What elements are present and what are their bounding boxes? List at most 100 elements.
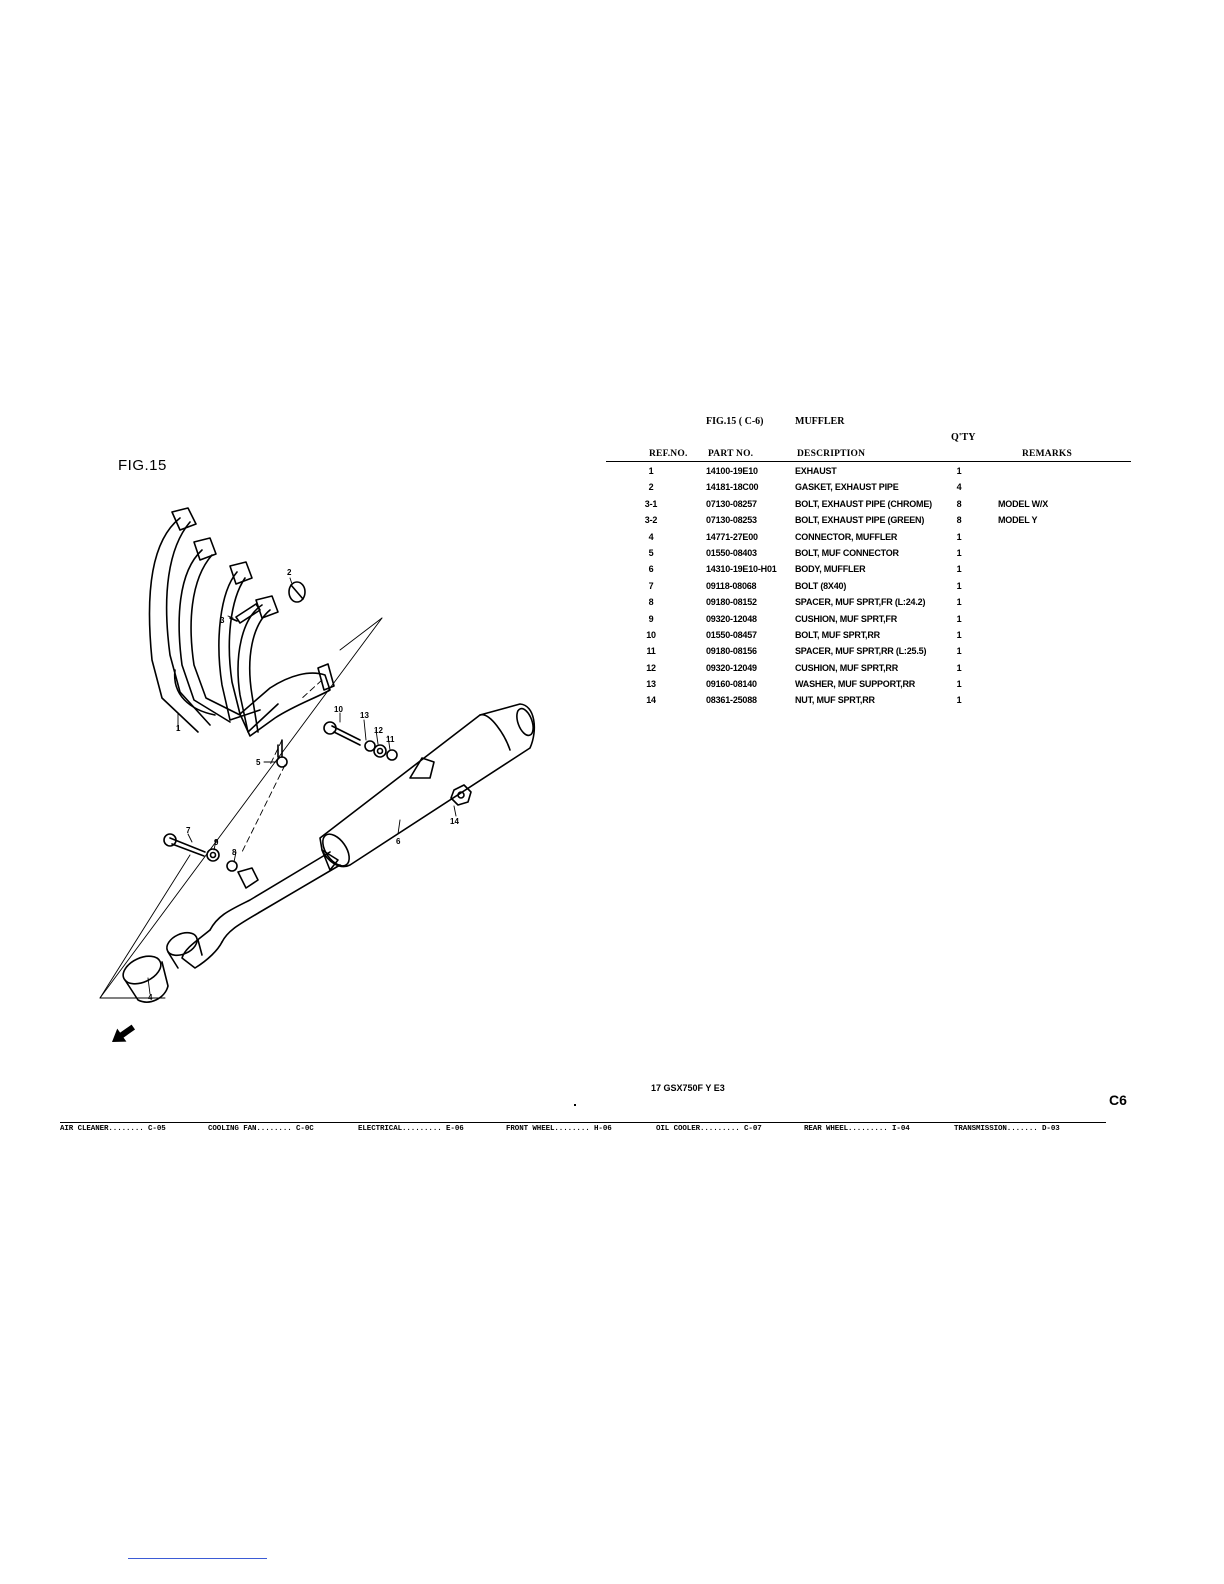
part-no-header: PART NO. <box>708 449 754 459</box>
qty-cell: 1 <box>956 547 962 558</box>
link-underline[interactable] <box>128 1558 267 1559</box>
desc-cell: BOLT (8X40) <box>795 580 847 591</box>
callout-7: 7 <box>186 826 191 835</box>
part-cell: 08361-25088 <box>706 695 757 706</box>
desc-cell: SPACER, MUF SPRT,RR (L:25.5) <box>795 646 927 657</box>
callout-13: 13 <box>360 711 369 720</box>
callout-5: 5 <box>256 758 261 767</box>
desc-cell: BOLT, EXHAUST PIPE (CHROME) <box>795 498 932 509</box>
qty-cell: 1 <box>956 695 962 706</box>
part-cell: 09180-08152 <box>706 597 757 608</box>
direction-arrow-icon <box>112 1024 136 1042</box>
page-code: C6 <box>1109 1092 1127 1108</box>
desc-cell: CUSHION, MUF SPRT,FR <box>795 613 898 624</box>
callout-6: 6 <box>396 837 401 846</box>
part-cell: 07130-08253 <box>706 515 757 526</box>
qty-cell: 8 <box>956 498 962 509</box>
desc-cell: WASHER, MUF SUPPORT,RR <box>795 679 916 690</box>
callout-1: 1 <box>176 724 181 733</box>
remarks-cell: MODEL Y <box>998 515 1038 526</box>
callout-8: 8 <box>232 848 237 857</box>
table-row: 9 09320-12048 CUSHION, MUF SPRT,FR 1 <box>606 613 1131 629</box>
desc-cell: GASKET, EXHAUST PIPE <box>795 482 899 493</box>
dot-mark <box>574 1104 576 1106</box>
qty-cell: 1 <box>956 580 962 591</box>
ref-cell: 5 <box>648 547 654 558</box>
qty-cell: 1 <box>956 531 962 542</box>
footer-divider <box>60 1122 1106 1123</box>
remarks-cell: MODEL W/X <box>998 498 1049 509</box>
desc-cell: BOLT, MUF CONNECTOR <box>795 547 899 558</box>
footer-index-item[interactable]: COOLING FAN........ C-0C <box>208 1125 314 1133</box>
remarks-header: REMARKS <box>1022 449 1072 459</box>
footer-index-item[interactable]: REAR WHEEL......... I-04 <box>804 1125 910 1133</box>
callout-14: 14 <box>450 817 459 826</box>
part-cell: 07130-08257 <box>706 498 757 509</box>
ref-cell: 1 <box>648 466 654 476</box>
table-row: 6 14310-19E10-H01 BODY, MUFFLER 1 <box>606 563 1131 579</box>
ref-cell: 12 <box>646 662 656 673</box>
part-cell: 09118-08068 <box>706 580 757 591</box>
table-figure-name: MUFFLER <box>795 416 845 427</box>
ref-cell: 13 <box>646 679 656 690</box>
qty-cell: 1 <box>956 679 962 690</box>
qty-header: Q'TY <box>951 432 976 443</box>
exploded-parts-diagram: 1 2 3 4 5 6 7 8 9 10 11 12 13 14 <box>99 507 536 1042</box>
description-header: DESCRIPTION <box>797 449 866 459</box>
part-cell: 09160-08140 <box>706 679 757 690</box>
ref-no-header: REF.NO. <box>649 449 688 459</box>
desc-cell: BODY, MUFFLER <box>795 564 866 575</box>
part-cell: 14310-19E10-H01 <box>706 564 777 575</box>
qty-cell: 1 <box>956 466 962 476</box>
part-cell: 14100-19E10 <box>706 466 758 476</box>
qty-cell: 1 <box>956 564 962 575</box>
part-cell: 09180-08156 <box>706 646 757 657</box>
ref-cell: 11 <box>646 646 656 657</box>
table-row: 5 01550-08403 BOLT, MUF CONNECTOR 1 <box>606 547 1131 563</box>
desc-cell: CONNECTOR, MUFFLER <box>795 531 898 542</box>
part-cell: 01550-08403 <box>706 547 757 558</box>
part-cell: 14181-18C00 <box>706 482 759 493</box>
ref-cell: 9 <box>648 613 654 624</box>
ref-cell: 6 <box>648 564 654 575</box>
part-cell: 09320-12049 <box>706 662 757 673</box>
ref-cell: 4 <box>648 531 654 542</box>
ref-cell: 7 <box>648 580 654 591</box>
desc-cell: CUSHION, MUF SPRT,RR <box>795 662 899 673</box>
qty-cell: 4 <box>956 482 962 493</box>
ref-cell: 10 <box>646 629 656 640</box>
footer-index-item[interactable]: ELECTRICAL......... E-06 <box>358 1125 464 1133</box>
figure-label: FIG.15 <box>118 457 167 474</box>
table-figure-reference: FIG.15 ( C-6) <box>706 416 764 427</box>
desc-cell: BOLT, MUF SPRT,RR <box>795 629 880 640</box>
model-code: 17 GSX750F Y E3 <box>651 1083 725 1093</box>
ref-cell: 2 <box>648 482 654 493</box>
connector-part <box>122 931 203 1003</box>
footer-index-item[interactable]: OIL COOLER......... C-07 <box>656 1125 762 1133</box>
qty-cell: 1 <box>956 613 962 624</box>
callout-11: 11 <box>386 735 395 744</box>
footer-index-item[interactable]: TRANSMISSION....... D-03 <box>954 1125 1060 1133</box>
part-cell: 01550-08457 <box>706 629 757 640</box>
callout-4: 4 <box>148 993 153 1002</box>
footer-index-item[interactable]: FRONT WHEEL........ H-06 <box>506 1125 612 1133</box>
desc-cell: NUT, MUF SPRT,RR <box>795 695 875 706</box>
muffler-body <box>181 703 536 969</box>
callout-9: 9 <box>214 838 219 847</box>
table-row: 7 09118-08068 BOLT (8X40) 1 <box>606 580 1131 596</box>
callout-10: 10 <box>334 705 343 714</box>
qty-cell: 1 <box>956 662 962 673</box>
qty-cell: 1 <box>956 646 962 657</box>
gasket-part <box>288 581 306 603</box>
callout-2: 2 <box>287 568 292 577</box>
part-cell: 09320-12048 <box>706 613 757 624</box>
table-row: 11 09180-08156 SPACER, MUF SPRT,RR (L:25.5… <box>606 645 1131 661</box>
callout-12: 12 <box>374 726 383 735</box>
footer-index-item[interactable]: AIR CLEANER........ C-05 <box>60 1125 166 1133</box>
